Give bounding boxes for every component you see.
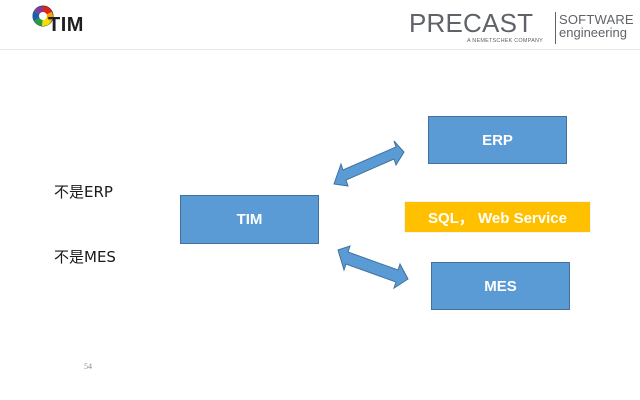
arrow-tim-erp (333, 140, 405, 187)
label-not-erp: 不是ERP (54, 183, 113, 201)
sql-web-service-box: SQL， Web Service (404, 201, 591, 233)
arrow-tim-mes (337, 245, 409, 290)
tim-logo-text: TIM (48, 14, 84, 36)
precast-divider (555, 12, 556, 44)
precast-wordmark: PRECAST (409, 8, 534, 38)
tim-logo: TIM (30, 4, 90, 40)
precast-software: SOFTWARE (559, 12, 634, 27)
mes-box: MES (431, 262, 570, 310)
header: TIM PRECAST A NEMETSCHEK COMPANY SOFTWAR… (0, 0, 640, 50)
page-number: 54 (84, 362, 92, 371)
header-divider (0, 49, 640, 50)
label-not-mes: 不是MES (54, 248, 116, 266)
precast-logo: PRECAST A NEMETSCHEK COMPANY SOFTWARE en… (409, 8, 634, 46)
precast-tagline: A NEMETSCHEK COMPANY (467, 38, 544, 44)
precast-engineering: engineering (559, 25, 627, 40)
tim-box: TIM (180, 195, 319, 244)
tim-logo-icon (32, 5, 54, 27)
erp-box: ERP (428, 116, 567, 164)
